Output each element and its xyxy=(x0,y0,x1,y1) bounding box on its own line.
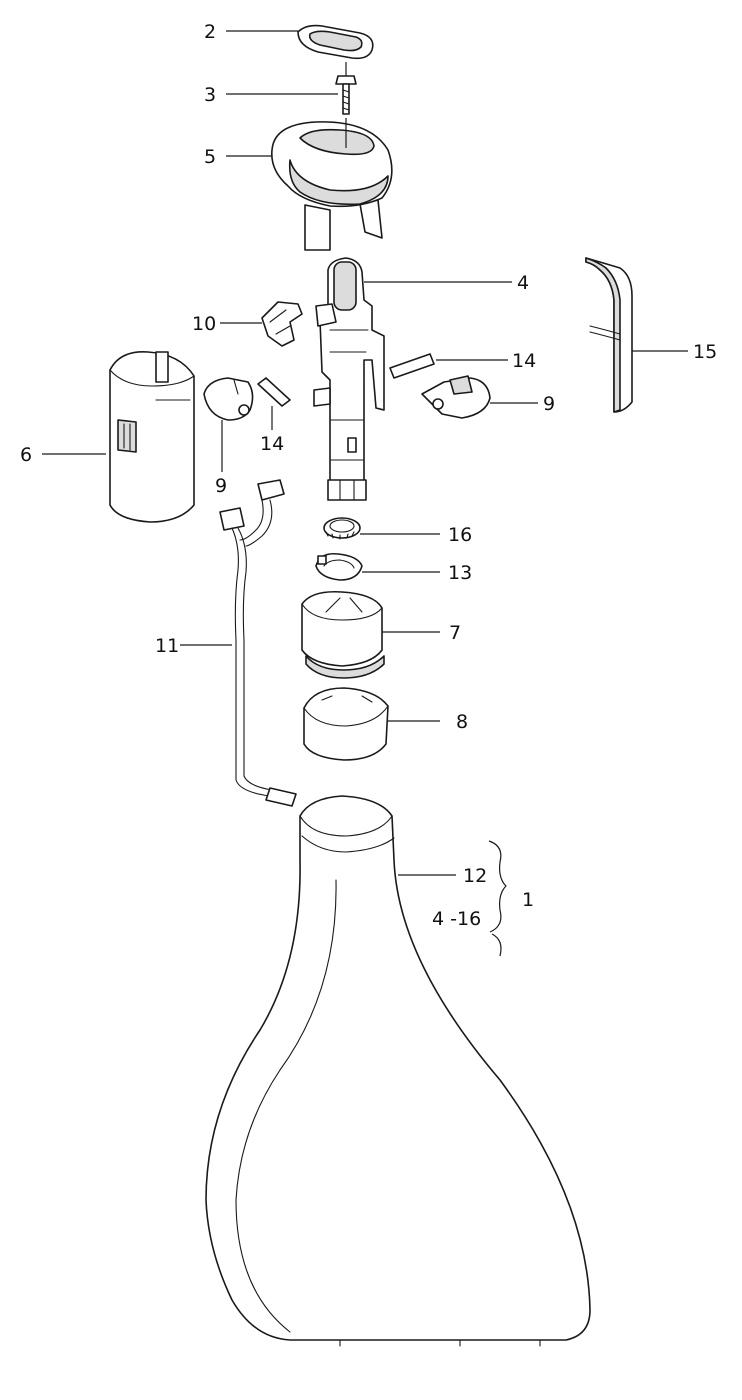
callout-5: 5 xyxy=(204,146,216,168)
callout-14-left: 14 xyxy=(260,433,284,455)
part-12-base xyxy=(205,795,591,1347)
callout-6: 6 xyxy=(20,444,32,466)
callout-10: 10 xyxy=(192,313,216,335)
callout-9-right: 9 xyxy=(543,393,555,415)
callout-11: 11 xyxy=(155,635,179,657)
callout-16: 16 xyxy=(448,524,472,546)
callout-4-16: 4 -16 xyxy=(432,908,481,930)
callout-13: 13 xyxy=(448,562,472,584)
part-11-wiring xyxy=(219,479,297,807)
part-14-pin-right xyxy=(389,353,435,379)
part-5-handle xyxy=(271,118,393,251)
part-15-shell xyxy=(585,257,633,413)
part-9-lever-right xyxy=(421,375,491,419)
part-16-ring xyxy=(323,517,361,540)
part-3-screw xyxy=(335,62,357,115)
callout-8: 8 xyxy=(456,711,468,733)
part-4-body xyxy=(313,257,385,501)
callout-3: 3 xyxy=(204,84,216,106)
callout-labels: 2 3 5 4 10 14 15 6 9 14 9 16 13 11 7 8 1… xyxy=(20,21,717,930)
callout-4: 4 xyxy=(517,272,529,294)
callout-9-left: 9 xyxy=(215,475,227,497)
callout-7: 7 xyxy=(449,622,461,644)
part-10-clip xyxy=(261,301,303,347)
part-6-sleeve xyxy=(109,351,195,523)
part-8-ring xyxy=(303,687,389,761)
leader-lines xyxy=(42,30,688,957)
callout-1: 1 xyxy=(522,889,534,911)
part-13-seal xyxy=(315,552,363,581)
callout-12: 12 xyxy=(463,865,487,887)
part-2-cap xyxy=(297,24,374,60)
callout-15: 15 xyxy=(693,341,717,363)
callout-14-right: 14 xyxy=(512,350,536,372)
callout-2: 2 xyxy=(204,21,216,43)
part-9-lever-left xyxy=(203,377,254,421)
part-14-pin-left xyxy=(257,377,291,407)
part-7-cartridge xyxy=(301,590,385,679)
